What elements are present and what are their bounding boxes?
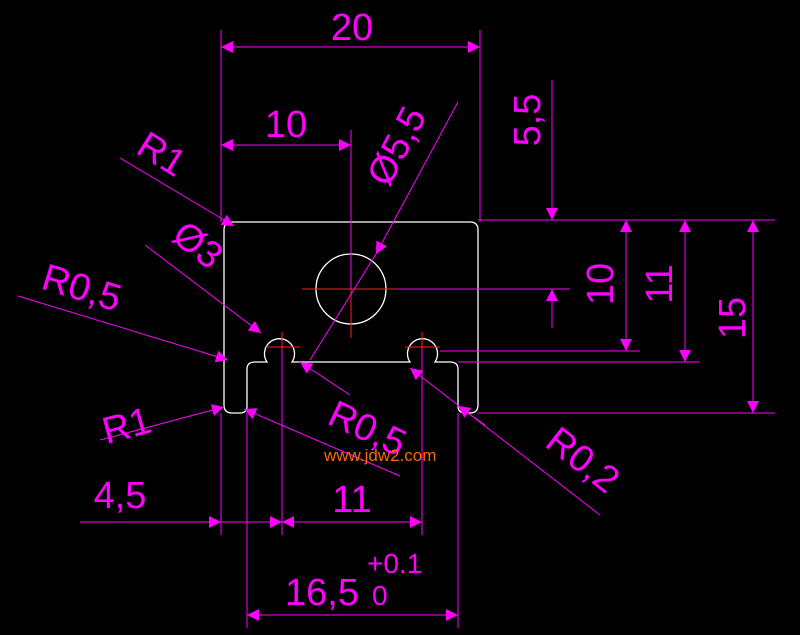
dim-radius-0-2: R0,2 bbox=[538, 419, 627, 502]
dim-dia-3: Ø3 bbox=[164, 213, 230, 277]
dim-width-10: 10 bbox=[265, 104, 307, 146]
dim-vertical-10: 10 bbox=[580, 263, 622, 305]
dim-radius-1-top: R1 bbox=[130, 124, 193, 185]
dim-horizontal-4-5: 4,5 bbox=[94, 475, 147, 517]
dimension-texts: 20 10 Ø5,5 R1 Ø3 R0,5 R1 R0,5 R0,2 5,5 1… bbox=[37, 7, 754, 614]
tolerance-lower: 0 bbox=[372, 580, 388, 611]
dim-dia-5-5: Ø5,5 bbox=[360, 100, 436, 192]
dim-radius-0-5-left: R0,5 bbox=[37, 257, 126, 321]
dimension-lines bbox=[17, 30, 775, 628]
dim-horizontal-16-5: 16,5 bbox=[285, 572, 359, 614]
tolerance-upper: +0.1 bbox=[367, 548, 422, 579]
centerlines bbox=[266, 240, 440, 362]
dim-vertical-5-5: 5,5 bbox=[507, 94, 549, 147]
dim-width-20: 20 bbox=[331, 7, 373, 49]
dim-horizontal-11: 11 bbox=[332, 479, 371, 521]
dim-radius-1-bottom: R1 bbox=[98, 400, 156, 453]
dim-vertical-11: 11 bbox=[639, 264, 681, 303]
watermark: www.jdw2.com bbox=[323, 446, 436, 465]
dim-vertical-15: 15 bbox=[712, 297, 754, 339]
